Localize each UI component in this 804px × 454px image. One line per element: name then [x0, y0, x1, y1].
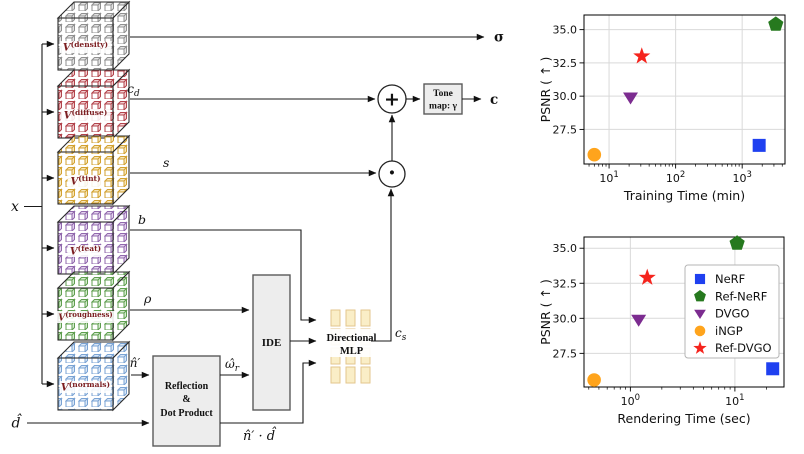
plus-symbol: + [384, 89, 400, 111]
y-tick-label: 27.5 [553, 347, 578, 360]
omega-label: ω̂r [225, 357, 240, 374]
ide-box-label: IDE [262, 337, 282, 349]
data-point-Ref-DVGO [633, 47, 651, 64]
directional-mlp: Directional MLP [322, 309, 382, 384]
y-tick-label: 32.5 [553, 277, 578, 290]
voxel-grid-density-label: V(density) [63, 40, 108, 54]
tonemap-box: Tone map: γ [423, 83, 463, 115]
x-tick-label: 103 [732, 170, 751, 185]
s-label: s [163, 155, 169, 170]
cs-label: cs [395, 326, 407, 343]
x-axis-label: Training Time (min) [623, 188, 745, 203]
x-axis-label: Rendering Time (sec) [617, 411, 750, 426]
nhat-label: n̂′ [130, 356, 141, 370]
sigma-output-label: σ [494, 30, 504, 46]
legend-label-NeRF: NeRF [715, 272, 745, 286]
data-point-DVGO [631, 314, 647, 327]
architecture-diagram: x V(density) V(diffuse) V(t [11, 0, 504, 447]
y-tick-label: 30.0 [553, 90, 578, 103]
data-point-Ref-DVGO [638, 268, 656, 285]
voxel-grid-normals: V(normals) [56, 340, 131, 412]
legend-label-Ref-NeRF: Ref-NeRF [715, 289, 767, 303]
legend-marker-DVGO [694, 309, 706, 320]
dot-product-node: · [378, 160, 406, 188]
rho-label: ρ [143, 291, 152, 306]
ndotd-line [220, 359, 317, 424]
input-x-label: x [11, 199, 19, 215]
plot-frame [583, 236, 785, 388]
data-point-DVGO [623, 92, 639, 105]
reflection-box-line1: Reflection [165, 381, 209, 392]
y-axis-label: PSNR ( ↑ ) [538, 279, 553, 345]
data-point-NeRF [766, 362, 780, 376]
data-point-iNGP [587, 373, 601, 387]
x-tick-label: 101 [725, 393, 744, 408]
sum-node: + [377, 84, 407, 114]
legend-marker-Ref-DVGO [693, 341, 707, 354]
voxel-grid-diffuse: V(diffuse) [56, 68, 131, 140]
y-axis-label: PSNR ( ↑ ) [538, 57, 553, 123]
legend-box [684, 264, 780, 359]
voxel-grid-roughness: V(roughness) [56, 270, 131, 342]
legend-marker-iNGP [694, 325, 706, 337]
cs-line [371, 188, 395, 342]
plot-frame [583, 14, 786, 165]
legend: NeRF Ref-NeRF DVGO iNGP Ref-DVGO [684, 264, 780, 359]
b-line [130, 229, 317, 324]
ide-box: IDE [252, 274, 291, 411]
mlp-label-line1: Directional [327, 333, 377, 344]
voxel-grid-feat-label: V(feat) [70, 244, 101, 258]
y-tick-label: 27.5 [553, 123, 578, 136]
voxel-grid-tint: V(tint) [56, 134, 131, 206]
mlp-label-bg [322, 329, 382, 357]
voxel-grid-density: V(density) [56, 0, 131, 72]
data-point-Ref-NeRF [729, 235, 745, 250]
voxel-grid-diffuse-label: V(diffuse) [64, 108, 108, 122]
b-label: b [138, 212, 146, 227]
x-tick-label: 101 [599, 170, 618, 185]
legend-label-Ref-DVGO: Ref-DVGO [715, 341, 772, 355]
c-output-label: c [490, 92, 498, 108]
y-tick-label: 35.0 [553, 242, 578, 255]
voxel-grid-feat: V(feat) [56, 204, 131, 276]
mlp-label-line2: MLP [340, 346, 364, 357]
y-tick-label: 35.0 [553, 24, 578, 37]
tonemap-line2: map: γ [429, 102, 457, 112]
cd-label: cd [127, 81, 140, 99]
legend-label-iNGP: iNGP [715, 324, 743, 338]
data-point-iNGP [587, 147, 602, 162]
data-point-NeRF [752, 138, 766, 152]
legend-marker-NeRF [694, 273, 706, 285]
reflection-dot-product-box: Reflection & Dot Product [152, 355, 221, 447]
voxel-grid-normals-label: V(normals) [61, 380, 110, 394]
x-tick-label: 102 [666, 170, 685, 185]
legend-marker-Ref-NeRF [694, 290, 706, 302]
voxel-grid-tint-label: V(tint) [70, 174, 100, 188]
legend-label-DVGO: DVGO [715, 307, 749, 321]
reflection-box-line3: Dot Product [160, 408, 213, 419]
y-tick-label: 30.0 [553, 312, 578, 325]
reflection-box-line2: & [182, 394, 190, 405]
input-d-label: d̂ [12, 412, 22, 431]
voxel-grid-roughness-label: V(roughness) [58, 310, 112, 324]
tonemap-line1: Tone [433, 89, 453, 99]
data-point-Ref-NeRF [768, 16, 784, 31]
x-tick-label: 100 [621, 393, 640, 408]
y-tick-label: 32.5 [553, 57, 578, 70]
dot-symbol: · [388, 160, 396, 186]
ndotd-label: n̂′ · d̂ [243, 426, 277, 444]
